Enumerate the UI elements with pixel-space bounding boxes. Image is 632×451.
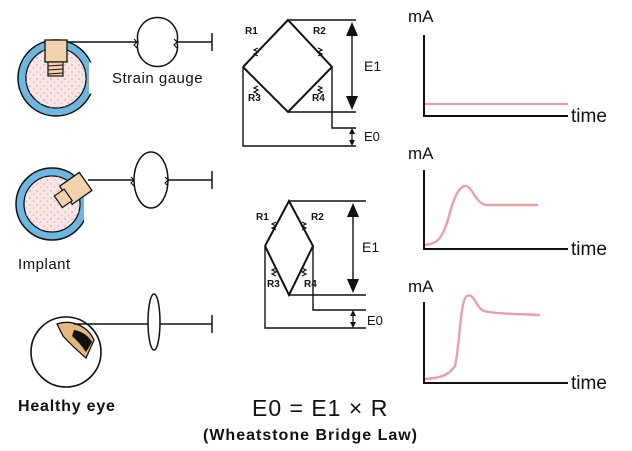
bridge-circuit-2 [264, 198, 366, 329]
implant-block-1 [44, 39, 68, 77]
graph3-y-label: mA [408, 277, 434, 296]
e0-arrow-1 [349, 128, 355, 146]
graph3-x-label: time [571, 373, 607, 394]
bridge2-r2: R2 [311, 212, 324, 223]
e1-arrow-2 [347, 203, 359, 293]
graph-2 [423, 170, 568, 250]
graph-3 [423, 294, 568, 384]
bridge1-r2: R2 [313, 26, 326, 37]
implant-label: Implant [18, 256, 71, 273]
bridge2-r3: R3 [267, 279, 280, 290]
strain-gauge-2 [88, 151, 213, 209]
trace-2 [424, 184, 538, 247]
graph1-y-label: mA [408, 7, 434, 26]
bridge1-e1: E1 [364, 58, 382, 74]
bridge1-r4: R4 [312, 93, 325, 104]
bridge1-r3: R3 [248, 93, 261, 104]
graph2-x-label: time [571, 239, 607, 260]
bridge1-r1: R1 [245, 26, 258, 37]
strain-gauge-1 [67, 16, 213, 68]
bridge-circuit-1 [242, 18, 356, 147]
strain-gauge-label: Strain gauge [112, 70, 204, 87]
bridge-law-caption: (Wheatstone Bridge Law) [203, 427, 419, 444]
implant-block-2 [53, 171, 93, 209]
bridge1-e0: E0 [364, 129, 380, 144]
bridge2-e1: E1 [362, 239, 380, 255]
bridge2-r1: R1 [256, 212, 269, 223]
sphere-with-cup-1 [17, 39, 96, 117]
strain-gauge-3 [74, 293, 213, 351]
healthy-eye-label: Healthy eye [18, 398, 116, 415]
bridge2-r4: R4 [304, 279, 317, 290]
graph1-x-label: time [571, 106, 607, 127]
healthy-eye [30, 316, 102, 388]
bridge-equation: E0 = E1 × R [252, 395, 389, 421]
trace-3 [424, 294, 541, 381]
e0-arrow-2 [350, 310, 356, 328]
e1-arrow-1 [346, 22, 358, 110]
graph2-y-label: mA [408, 144, 434, 163]
bridge2-e0: E0 [367, 313, 383, 328]
graph-1 [423, 35, 568, 117]
